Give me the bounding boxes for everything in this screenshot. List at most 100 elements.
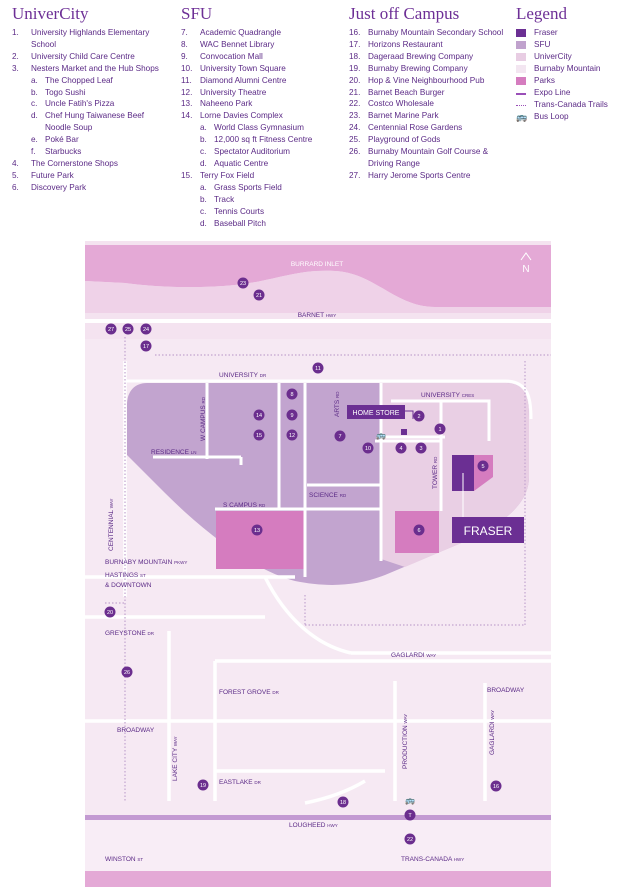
list-item: 3.Nesters Market and the Hub Shops <box>12 63 172 75</box>
subitem-letter: b. <box>31 87 38 97</box>
marker-10[interactable]: 10 <box>362 442 374 454</box>
legend-label: SFU <box>534 40 551 49</box>
marker-circle <box>122 323 134 335</box>
marker-17[interactable]: 17 <box>140 340 152 352</box>
item-number: 12. <box>181 87 193 97</box>
marker-23[interactable]: 23 <box>237 277 249 289</box>
marker-3[interactable]: 3 <box>415 442 427 454</box>
forest-grove-label: FOREST GROVE <box>219 689 271 696</box>
residence-label: RESIDENCE <box>151 449 190 456</box>
marker-11[interactable]: 11 <box>312 362 324 374</box>
marker-circle <box>477 460 489 472</box>
item-label: Convocation Mall <box>200 51 263 61</box>
item-label: University Highlands Elementary School <box>31 28 150 49</box>
item-label: Naheeno Park <box>200 99 253 109</box>
list-subitem: a.The Chopped Leaf <box>12 75 172 87</box>
marker-27[interactable]: 27 <box>105 323 117 335</box>
list-item: 4.The Cornerstone Shops <box>12 158 172 170</box>
marker-19[interactable]: 19 <box>197 779 209 791</box>
item-number: 23. <box>349 111 361 121</box>
svg-text:BURRARD INLET: BURRARD INLET <box>291 261 343 268</box>
marker-14[interactable]: 14 <box>253 409 265 421</box>
marker-circle <box>197 779 209 791</box>
list-subitem: b.12,000 sq ft Fitness Centre <box>181 134 349 146</box>
subitem-label: Spectator Auditorium <box>214 147 291 157</box>
broadway-right-label: BROADWAY <box>487 687 525 694</box>
science-rd-label: SCIENCE <box>309 492 339 499</box>
item-number: 4. <box>12 158 19 168</box>
item-label: Harry Jerome Sports Centre <box>368 170 471 180</box>
university-dr-label: UNIVERSITY <box>219 372 259 379</box>
item-number: 21. <box>349 87 361 97</box>
legend-item: UniverCity <box>516 51 624 63</box>
marker-22[interactable]: 22 <box>404 833 416 845</box>
svg-text:UNIVERSITY CRES: UNIVERSITY CRES <box>421 392 474 399</box>
subitem-label: Baseball Pitch <box>214 218 266 228</box>
marker-16[interactable]: 16 <box>490 780 502 792</box>
svg-text:FOREST GROVE DR: FOREST GROVE DR <box>219 689 280 696</box>
marker-circle <box>286 429 298 441</box>
legend-label: UniverCity <box>534 52 572 61</box>
item-number: 2. <box>12 51 19 61</box>
svg-text:CENTENNIAL WAY: CENTENNIAL WAY <box>108 499 115 552</box>
campus-roads <box>125 379 533 577</box>
marker-number: 9 <box>290 413 293 419</box>
marker-26[interactable]: 26 <box>121 666 133 678</box>
subitem-letter: a. <box>200 182 207 192</box>
item-label: Discovery Park <box>31 182 87 192</box>
marker-number: 5 <box>481 464 484 470</box>
marker-1[interactable]: 1 <box>434 423 446 435</box>
marker-5[interactable]: 5 <box>477 460 489 472</box>
subitem-label: World Class Gymnasium <box>214 123 304 133</box>
marker-12[interactable]: 12 <box>286 429 298 441</box>
subitem-label: Uncle Fatih's Pizza <box>45 99 115 109</box>
item-label: University Child Care Centre <box>31 51 135 61</box>
item-number: 19. <box>349 63 361 73</box>
marker-circle <box>105 323 117 335</box>
marker-circle <box>312 362 324 374</box>
svg-text:WINSTON ST: WINSTON ST <box>105 856 143 863</box>
marker-circle <box>253 289 265 301</box>
marker-25[interactable]: 25 <box>122 323 134 335</box>
marker-4[interactable]: 4 <box>395 442 407 454</box>
marker-13[interactable]: 13 <box>251 524 263 536</box>
marker-24[interactable]: 24 <box>140 323 152 335</box>
marker-circle <box>415 442 427 454</box>
solid-line <box>516 93 526 95</box>
burnaby-mountain-pkwy-label: BURNABY MOUNTAIN <box>105 559 173 566</box>
legend-item: Fraser <box>516 27 624 39</box>
list-subitem: b.Togo Sushi <box>12 87 172 99</box>
list-item: 20.Hop & Vine Neighbourhood Pub <box>349 75 506 87</box>
marker-8[interactable]: 8 <box>286 388 298 400</box>
campus-map[interactable]: HOME STORE FRASER 🚌 🚌 N BURRARD INLET BA… <box>85 241 551 887</box>
marker-21[interactable]: 21 <box>253 289 265 301</box>
item-number: 9. <box>181 51 188 61</box>
naheeno-park-area <box>216 511 306 569</box>
marker-2[interactable]: 2 <box>413 410 425 422</box>
marker-number: 11 <box>315 366 321 372</box>
home-store-callout[interactable]: HOME STORE <box>347 405 414 435</box>
lower-area <box>85 820 551 880</box>
legend-label: Burnaby Mountain <box>534 64 601 73</box>
university-cres-label: UNIVERSITY <box>421 392 461 399</box>
marker-20[interactable]: 20 <box>104 606 116 618</box>
list-item: 15.Terry Fox Field <box>181 170 349 182</box>
marker-T[interactable]: T <box>404 809 416 821</box>
fraser-callout[interactable]: FRASER <box>452 473 524 543</box>
list-item: 17.Horizons Restaurant <box>349 39 506 51</box>
list-item: 8.WAC Bennet Library <box>181 39 349 51</box>
marker-number: 21 <box>256 293 262 299</box>
univercity-list: 1.University Highlands Elementary School… <box>12 27 172 194</box>
marker-18[interactable]: 18 <box>337 796 349 808</box>
road-labels: BURRARD INLET BARNET HWY UNIVERSITY DR U… <box>105 261 525 863</box>
marker-9[interactable]: 9 <box>286 409 298 421</box>
list-item: 11.Diamond Alumni Centre <box>181 75 349 87</box>
list-item: 21.Barnet Beach Burger <box>349 87 506 99</box>
marker-15[interactable]: 15 <box>253 429 265 441</box>
marker-7[interactable]: 7 <box>334 430 346 442</box>
item-label: Dageraad Brewing Company <box>368 51 474 61</box>
marker-6[interactable]: 6 <box>413 524 425 536</box>
w-campus-label: W CAMPUS <box>200 405 207 441</box>
item-number: 15. <box>181 170 193 180</box>
